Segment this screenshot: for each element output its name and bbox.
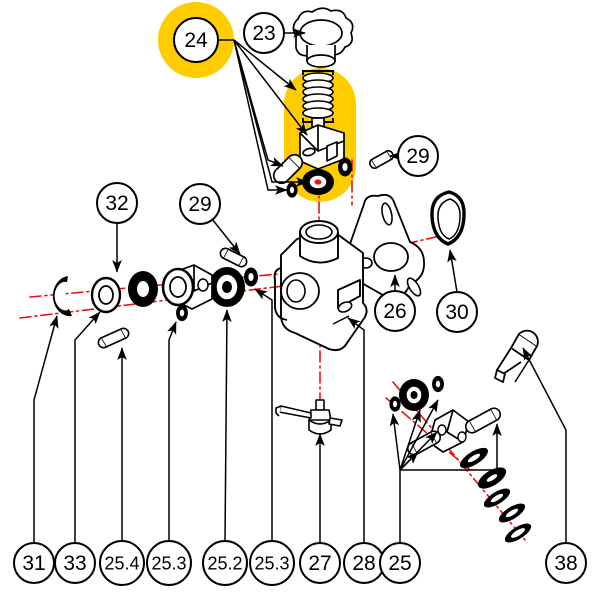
part-lever-valve-27 (275, 399, 343, 435)
callout-label: 38 (554, 552, 577, 575)
part-injector-sleeve (464, 407, 502, 434)
part-bearing-stack (176, 267, 258, 322)
callout-label: 25.3 (151, 554, 186, 574)
part-spacer-washer-33 (90, 276, 122, 314)
callout-27[interactable]: 27 (299, 542, 341, 584)
part-injector-washer (389, 375, 444, 412)
part-gasket-ring-30 (430, 190, 466, 246)
callout-32[interactable]: 32 (96, 182, 138, 224)
callout-29[interactable]: 29 (179, 183, 221, 225)
callout-label: 31 (22, 552, 45, 575)
callout-bubble[interactable] (173, 17, 219, 63)
callout-bubble[interactable] (374, 290, 416, 332)
callout-label: 30 (445, 301, 468, 324)
callout-30[interactable]: 30 (436, 291, 478, 333)
callout-bubble[interactable] (146, 540, 192, 586)
callout-bubble[interactable] (243, 12, 285, 54)
leader-lines (33, 28, 567, 544)
part-dowel-pin-29-centre (219, 247, 248, 268)
callout-label: 27 (308, 552, 331, 575)
callout-label: 24 (184, 29, 208, 52)
callout-label: 29 (406, 145, 429, 168)
part-injector-nozzle (406, 430, 442, 456)
callout-bubble[interactable] (54, 542, 96, 584)
part-pin-left (97, 327, 130, 349)
callout-label: 26 (383, 300, 406, 323)
callout-29[interactable]: 29 (397, 135, 439, 177)
callout-24[interactable]: 24 (173, 17, 219, 63)
callout-bubble[interactable] (249, 540, 295, 586)
callout-33[interactable]: 33 (54, 542, 96, 584)
part-washer-24 (302, 169, 334, 195)
callout-bubble[interactable] (379, 542, 421, 584)
part-small-oring-24b (286, 182, 298, 198)
callout-25-4[interactable]: 25.4 (99, 540, 145, 586)
part-washer-stack (460, 447, 532, 543)
part-coil-spring (302, 70, 334, 123)
callout-23[interactable]: 23 (243, 12, 285, 54)
callout-bubble[interactable] (397, 135, 439, 177)
callout-label: 25.4 (104, 554, 139, 574)
callout-25-3[interactable]: 25.3 (146, 540, 192, 586)
callout-label: 33 (63, 552, 86, 575)
callout-label: 25 (388, 552, 411, 575)
callout-label: 32 (105, 192, 128, 215)
part-seal-ring-254 (161, 267, 195, 307)
callout-label: 28 (352, 552, 375, 575)
callout-bubble[interactable] (299, 542, 341, 584)
callout-bubble[interactable] (545, 542, 587, 584)
part-central-housing (273, 220, 368, 352)
part-dowel-pin-29-right (369, 150, 394, 169)
callout-label: 25.3 (254, 554, 289, 574)
part-small-oring-24a (338, 157, 352, 177)
callout-31[interactable]: 31 (13, 542, 55, 584)
part-retaining-clip-31 (52, 276, 72, 317)
part-plunger-rod-38 (494, 329, 539, 383)
callout-label: 29 (188, 193, 211, 216)
callout-25-3[interactable]: 25.3 (249, 540, 295, 586)
callout-28[interactable]: 28 (343, 542, 385, 584)
part-lobed-hand-knob (292, 7, 354, 68)
callout-bubbles: 24 23 29 32 29 26 30 31 33 25.4 25.3 25.2 25.3 27 28 25… (13, 12, 587, 586)
callout-25-2[interactable]: 25.2 (202, 540, 248, 586)
callout-25[interactable]: 25 (379, 542, 421, 584)
callout-bubble[interactable] (179, 183, 221, 225)
callout-label: 25.2 (207, 554, 242, 574)
part-dowel-pin-24 (272, 153, 304, 185)
callout-label: 23 (252, 22, 275, 45)
callout-bubble[interactable] (99, 540, 145, 586)
callout-38[interactable]: 38 (545, 542, 587, 584)
callout-26[interactable]: 26 (374, 290, 416, 332)
callout-bubble[interactable] (202, 540, 248, 586)
callout-bubble[interactable] (436, 291, 478, 333)
callout-bubble[interactable] (96, 182, 138, 224)
part-thrust-washer-32 (128, 271, 158, 307)
